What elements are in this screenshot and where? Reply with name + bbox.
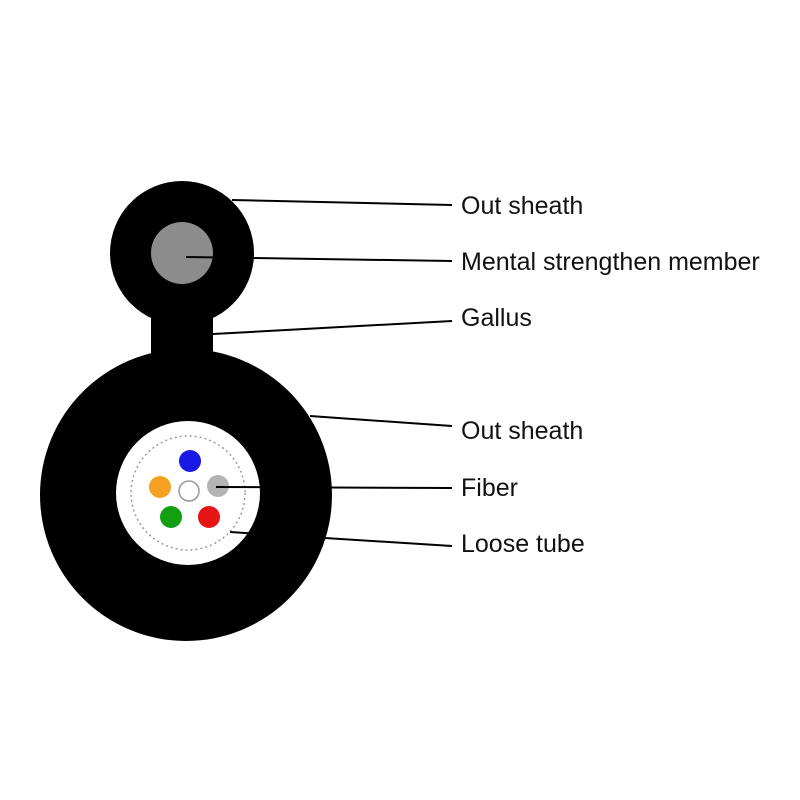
leader-cable-sheath — [309, 415, 453, 427]
label-messenger-out-sheath: Out sheath — [461, 192, 583, 220]
loose-tube-inner-outline — [130, 435, 246, 551]
leader-strength-member — [185, 256, 453, 262]
fiber-red — [198, 506, 220, 528]
fiber-orange — [149, 476, 171, 498]
fiber-center — [178, 480, 200, 502]
leader-messenger-sheath — [231, 199, 453, 206]
fiber-blue — [179, 450, 201, 472]
leader-gallus — [212, 320, 453, 335]
label-cable-out-sheath: Out sheath — [461, 417, 583, 445]
fiber-gray — [207, 475, 229, 497]
leader-fiber — [215, 486, 453, 489]
metal-strength-member — [151, 222, 213, 284]
label-strength-member: Mental strengthen member — [461, 248, 760, 276]
label-gallus: Gallus — [461, 304, 532, 332]
label-fiber: Fiber — [461, 474, 518, 502]
fiber-green — [160, 506, 182, 528]
label-loose-tube: Loose tube — [461, 530, 585, 558]
leader-loose-tube — [229, 531, 453, 547]
